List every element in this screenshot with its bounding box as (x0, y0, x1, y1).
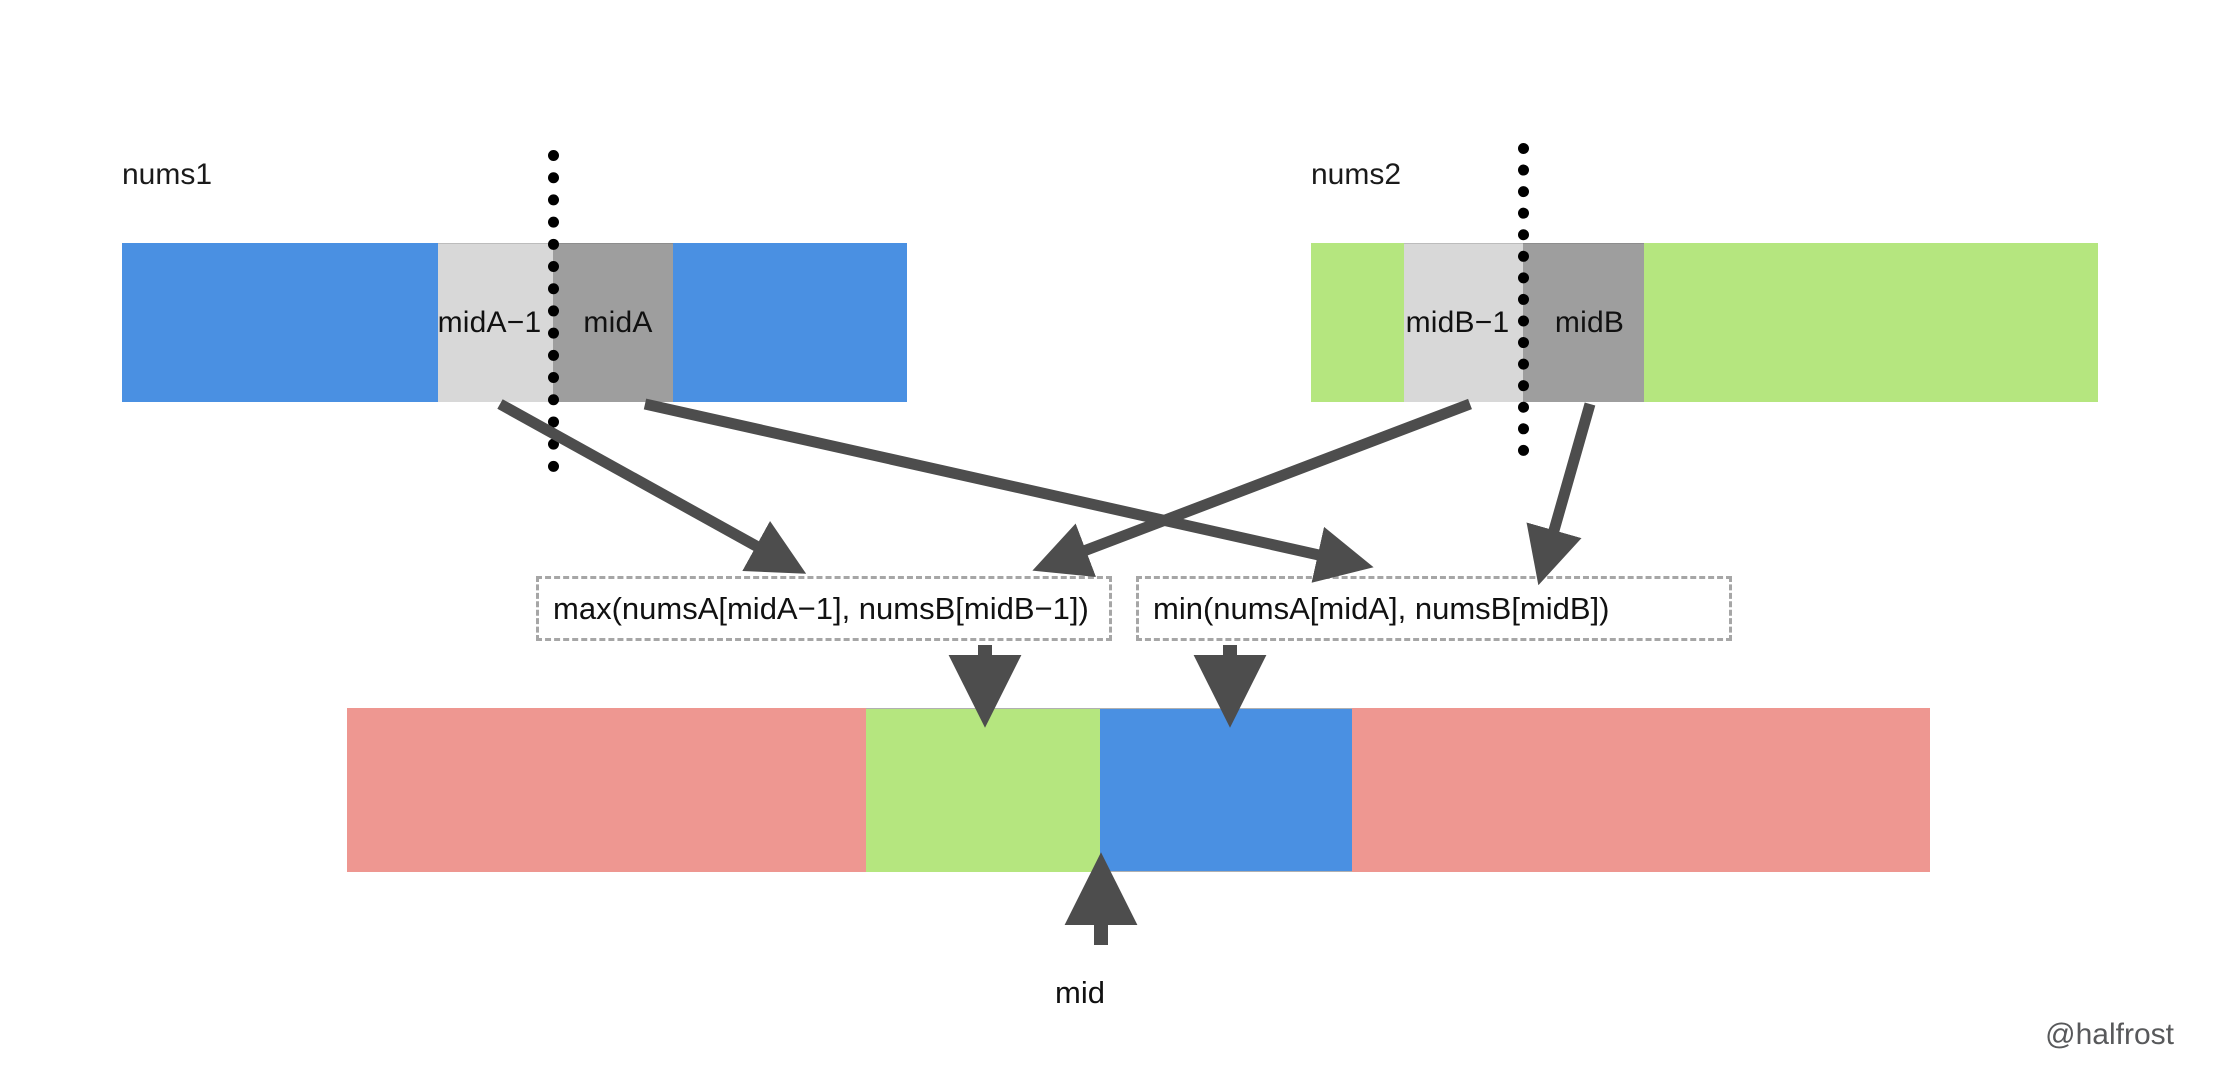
nums2-array-label: nums2 (1311, 158, 1402, 191)
nums1-segment-left-outer (122, 243, 438, 402)
merged-segment-right-red (1352, 708, 1930, 872)
merged-segment-left-max-green (866, 708, 1100, 872)
min-formula-text: min(numsA[midA], numsB[midB]) (1153, 590, 1610, 626)
nums1-partition-dotted-line (548, 150, 559, 472)
max-formula-box: max(numsA[midA−1], numsB[midB−1]) (536, 576, 1112, 641)
arrow-midB-to-min (1526, 402, 1596, 586)
mid-pointer-label: mid (1055, 975, 1105, 1010)
arrow-midB-minus-1-to-max (1032, 398, 1472, 577)
nums1-array-label: nums1 (122, 158, 213, 191)
nums2-segment-right-outer (1644, 243, 2098, 402)
nums1-segment-midA-minus-1: midA−1 (438, 243, 553, 402)
nums2-partition-dotted-line (1518, 143, 1529, 456)
nums1-segment-midA: midA (553, 243, 673, 402)
nums2-segment-midB-minus-1-label: midB−1 (1405, 306, 1510, 339)
nums1-segment-midA-minus-1-label: midA−1 (437, 306, 542, 339)
arrow-midA-minus-1-to-max (497, 399, 807, 574)
nums1-segment-midA-label: midA (583, 306, 653, 339)
nums2-segment-midB: midB (1523, 243, 1644, 402)
watermark: @halfrost (2045, 1018, 2174, 1051)
nums2-segment-midB-label: midB (1554, 306, 1625, 339)
nums2-segment-left-outer (1311, 243, 1404, 402)
merged-segment-right-min-blue (1100, 708, 1352, 872)
max-formula-text: max(numsA[midA−1], numsB[midB−1]) (553, 590, 1089, 626)
merged-segment-left-red (347, 708, 866, 872)
nums1-segment-right-outer (673, 243, 907, 402)
nums2-segment-midB-minus-1: midB−1 (1404, 243, 1523, 402)
arrow-midA-to-min (643, 398, 1374, 583)
min-formula-box: min(numsA[midA], numsB[midB]) (1136, 576, 1732, 641)
